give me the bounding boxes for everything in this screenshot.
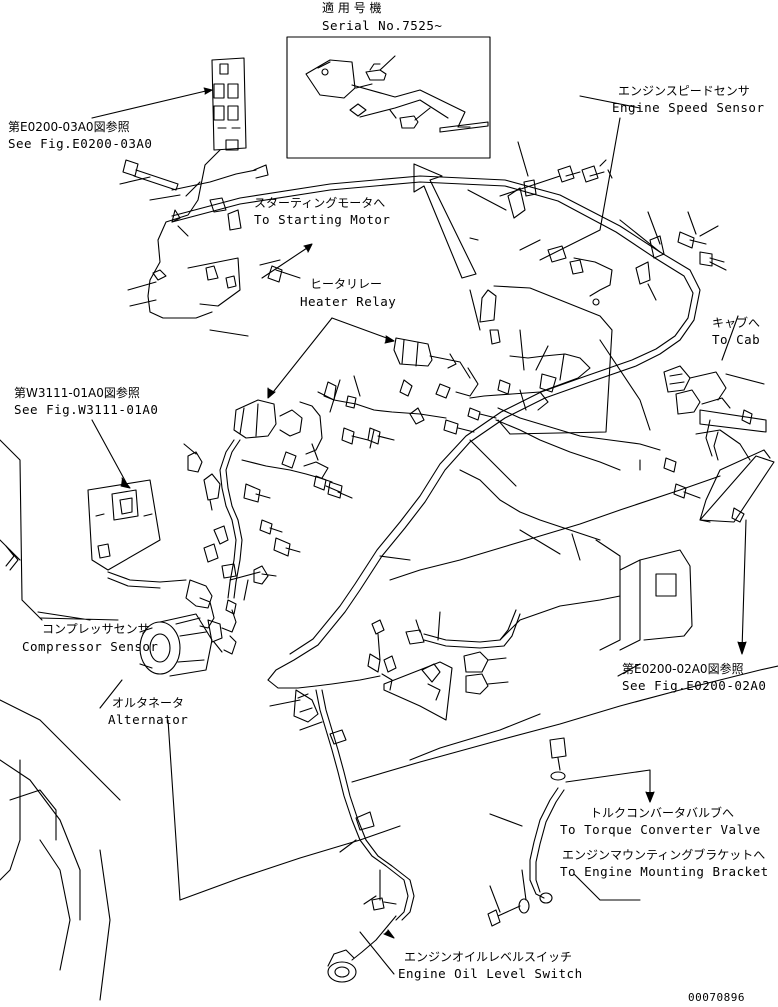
center-harness <box>183 375 447 655</box>
torque-converter-cable <box>487 737 655 927</box>
torque-converter-ja: トルクコンバータバルブへ <box>590 806 735 820</box>
to-cab-en: To Cab <box>712 332 761 347</box>
lower-connectors <box>367 609 521 721</box>
torque-converter-en: To Torque Converter Valve <box>560 822 761 837</box>
leader-heater-relay-2 <box>269 317 333 397</box>
bolts-top-left <box>119 159 301 337</box>
leader-heater-relay <box>331 317 393 341</box>
serial-label-ja: 適 用 号 機 <box>322 1 382 15</box>
fig-e0200-02a0-en: See Fig.E0200-02A0 <box>622 678 767 693</box>
engine-speed-sensor-en: Engine Speed Sensor <box>612 100 765 115</box>
oil-switch-harness <box>269 689 415 983</box>
leader-e0200-03a0 <box>91 89 211 119</box>
starting-motor-en: To Starting Motor <box>254 212 391 227</box>
fig-w3111-01a0-en: See Fig.W3111-01A0 <box>14 402 159 417</box>
fig-e0200-03a0-en: See Fig.E0200-03A0 <box>8 136 153 151</box>
heater-relay-region <box>393 285 613 435</box>
alternator <box>37 611 213 709</box>
oil-level-switch-en: Engine Oil Level Switch <box>398 966 583 981</box>
starting-motor-ja: スターティングモータへ <box>254 196 386 210</box>
main-harness <box>171 175 701 689</box>
compressor-sensor-ja: コンプレッサセンサ <box>42 622 150 636</box>
fig-e0200-03a0-ja: 第E0200-03A0図参照 <box>8 120 130 134</box>
engine-mounting-en: To Engine Mounting Bracket <box>560 864 769 879</box>
oil-level-switch-ja: エンジンオイルレベルスイッチ <box>404 950 573 964</box>
engine-frame <box>0 407 778 1001</box>
leader-e0200-02a0 <box>617 663 641 677</box>
engine-speed-sensor-assembly <box>467 117 727 306</box>
heater-relay-en: Heater Relay <box>300 294 397 309</box>
to-cab-ja: キャブへ <box>712 316 761 330</box>
engine-mounting-ja: エンジンマウンティングブラケットへ <box>562 848 766 862</box>
serial-label-en: Serial No.7525~ <box>322 18 443 33</box>
compressor-bracket <box>0 419 187 621</box>
fig-w3111-01a0-ja: 第W3111-01A0図参照 <box>14 386 140 400</box>
alternator-ja: オルタネータ <box>112 696 185 710</box>
fuse-panel-top-left <box>147 57 247 319</box>
alternator-en: Alternator <box>108 712 189 727</box>
heater-relay-ja: ヒータリレー <box>310 277 383 291</box>
misc-leaders <box>261 95 641 561</box>
serial-inset <box>286 36 491 159</box>
cab-connectors <box>571 315 775 655</box>
engine-speed-sensor-ja: エンジンスピードセンサ <box>618 84 750 98</box>
fig-e0200-02a0-ja: 第E0200-02A0図参照 <box>622 662 744 676</box>
compressor-sensor-en: Compressor Sensor <box>22 639 159 654</box>
inset-arrow <box>413 163 477 279</box>
drawing-number: 00070896 <box>688 991 745 1004</box>
